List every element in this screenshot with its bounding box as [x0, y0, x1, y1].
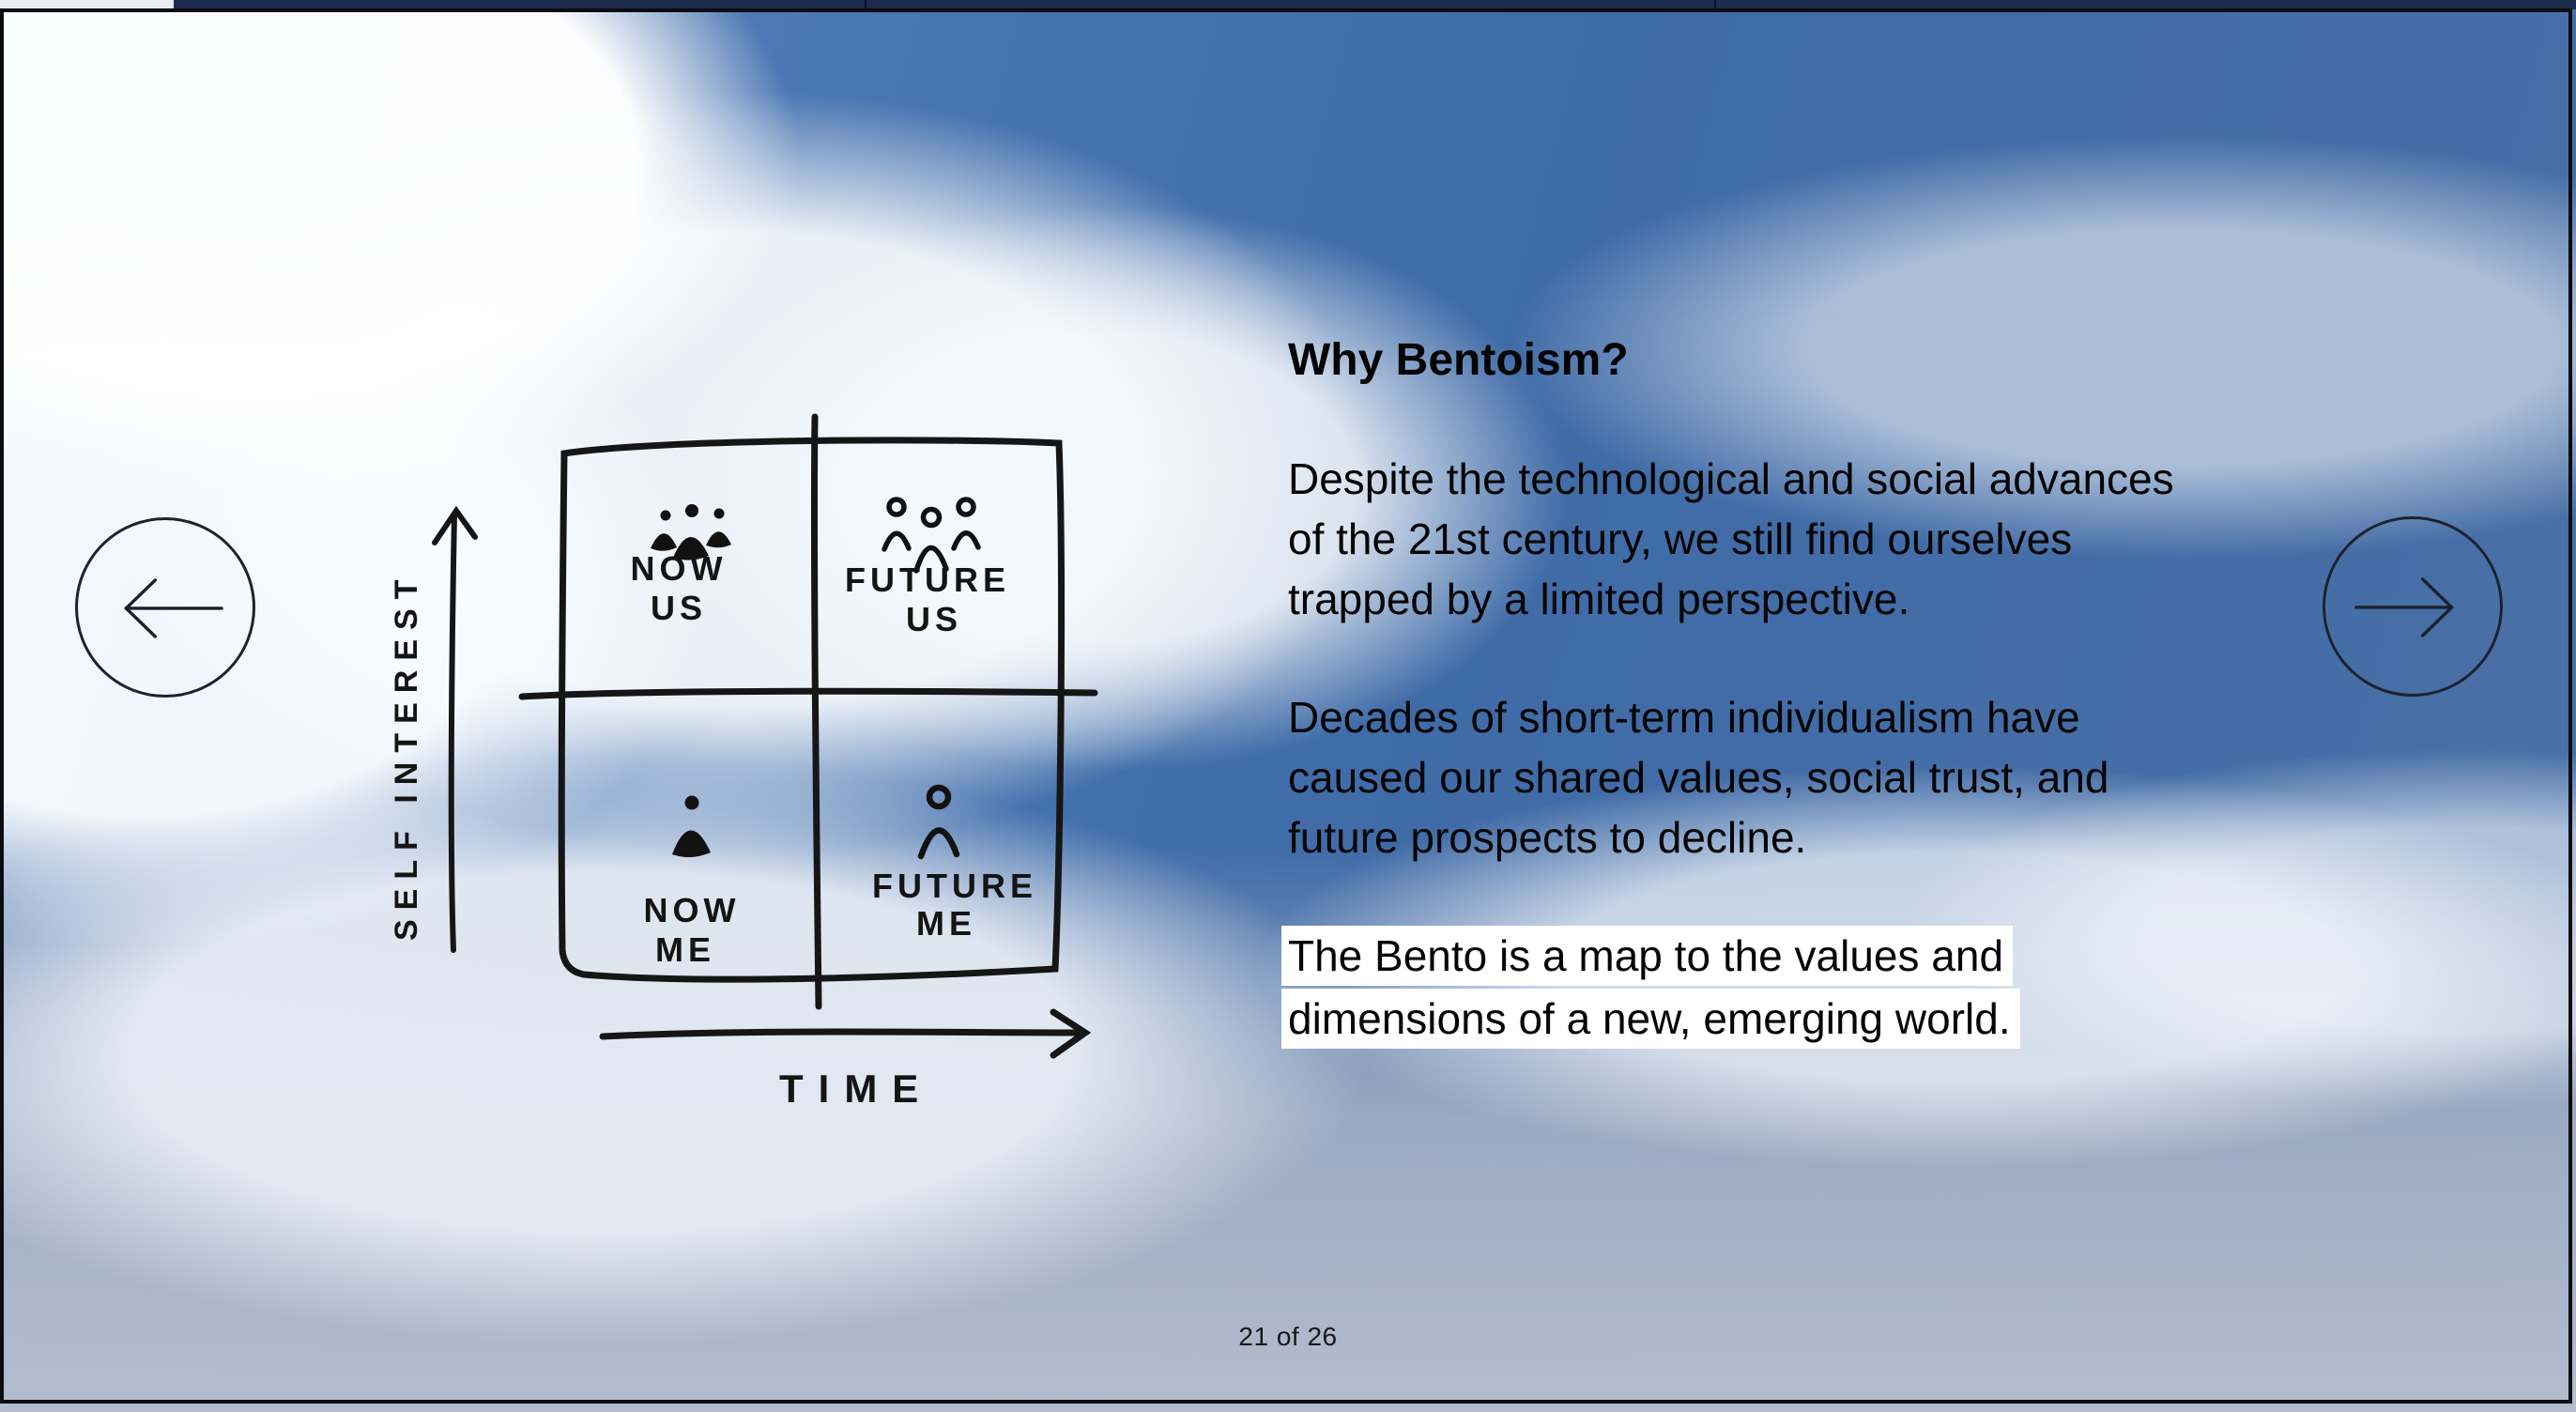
filled-person-icon [672, 795, 711, 858]
x-axis-line [599, 1028, 1081, 1040]
quadrant-future-us-label-2: US [906, 600, 962, 638]
y-axis-label: SELF INTEREST [389, 571, 424, 941]
quadrant-now-me-label-1: NOW [644, 891, 741, 929]
window-top-edge [0, 0, 2576, 9]
x-axis-label: TIME [779, 1067, 933, 1111]
top-edge-divider [865, 0, 866, 9]
highlighted-statement: The Bento is a map to the values and dim… [1281, 926, 2236, 1051]
bento-diagram: NOW US FUTURE US NOW ME FUTURE ME SELF I… [389, 413, 1098, 1111]
quadrant-future-us-label-1: FUTURE [845, 560, 1010, 599]
grid-horizontal-line [518, 687, 1098, 700]
slide-paragraph-1: Despite the technological and social adv… [1288, 454, 2174, 623]
right-arrow-icon [2354, 577, 2454, 637]
quadrant-future-me-label-2: ME [916, 904, 976, 943]
outlined-person-icon [917, 784, 960, 860]
quadrant-now-us-label-1: NOW [631, 549, 728, 588]
highlighted-text-line: The Bento is a map to the values and [1281, 926, 2014, 986]
grid-box [558, 437, 1066, 983]
top-edge-divider [1714, 0, 1716, 9]
quadrant-now-me-label-2: ME [655, 930, 715, 969]
grid-vertical-line [810, 413, 822, 1010]
outlined-group-of-people-icon [882, 497, 981, 574]
previous-slide-button[interactable] [75, 517, 255, 698]
page-indicator: 21 of 26 [1238, 1322, 1338, 1351]
slide-paragraph-2: Decades of short-term individualism have… [1288, 693, 2109, 862]
y-axis-arrowhead [432, 505, 478, 545]
quadrant-now-us-label-2: US [651, 589, 707, 627]
filled-group-of-people-icon [651, 504, 731, 560]
highlighted-text-line: dimensions of a new, emerging world. [1281, 989, 2020, 1049]
y-axis-line [448, 512, 457, 953]
top-edge-light-segment [0, 0, 174, 9]
slide-heading: Why Bentoism? [1288, 335, 1629, 385]
next-slide-button[interactable] [2323, 516, 2503, 697]
quadrant-future-me-label-1: FUTURE [872, 867, 1037, 905]
slide-text-column: Why Bentoism? Despite the technological … [1281, 330, 2236, 1051]
x-axis-arrowhead [1050, 1008, 1092, 1059]
left-arrow-icon [124, 578, 223, 638]
